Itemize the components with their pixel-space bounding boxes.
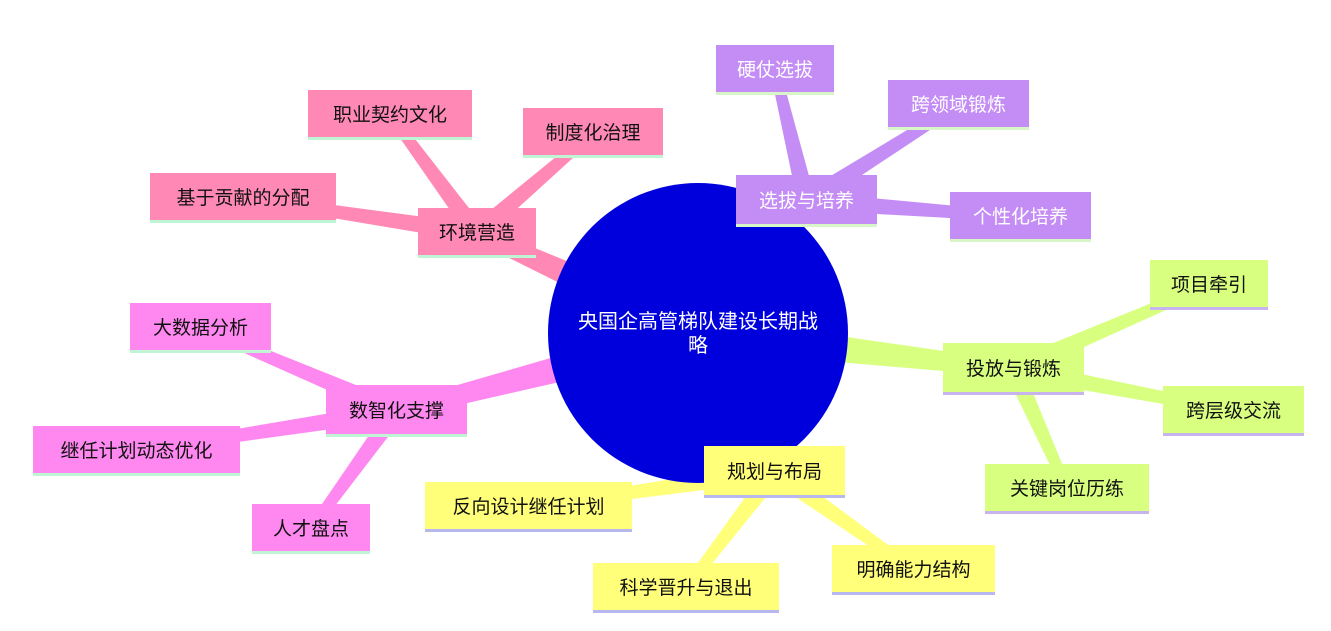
leaf-career-contract-culture[interactable]: 职业契约文化: [308, 90, 472, 140]
branch-selection-training[interactable]: 选拔与培养: [736, 175, 877, 227]
leaf-label: 项目牵引: [1170, 274, 1247, 296]
leaf-project-driven[interactable]: 项目牵引: [1150, 260, 1268, 310]
branch-digital-support-label: 数智化支撑: [348, 400, 444, 422]
leaf-label: 制度化治理: [545, 122, 641, 144]
leaf-label: 硬仗选拔: [736, 59, 813, 81]
connector-link: [306, 405, 404, 532]
leaf-label: 关键岗位历练: [1009, 478, 1124, 500]
leaf-tough-battle-selection[interactable]: 硬仗选拔: [716, 45, 834, 95]
branch-planning-layout[interactable]: 规划与布局: [704, 446, 845, 498]
leaf-label: 跨层级交流: [1185, 400, 1281, 422]
branch-environment[interactable]: 环境营造: [418, 208, 536, 258]
leaf-succession-dynamic-optimization[interactable]: 继任计划动态优化: [33, 426, 240, 476]
leaf-label: 个性化培养: [972, 206, 1068, 228]
leaf-key-position-experience[interactable]: 关键岗位历练: [985, 464, 1149, 514]
branch-environment-label: 环境营造: [438, 222, 515, 244]
leaf-institutional-governance[interactable]: 制度化治理: [523, 108, 663, 158]
central-topic[interactable]: 央国企高管梯队建设长期战略: [548, 183, 848, 483]
leaf-label: 跨领域锻炼: [910, 94, 1006, 116]
leaf-reverse-succession-plan[interactable]: 反向设计继任计划: [425, 482, 632, 532]
leaf-label: 大数据分析: [152, 317, 248, 339]
leaf-cross-domain-training[interactable]: 跨领域锻炼: [888, 80, 1029, 130]
leaf-cross-level-exchange[interactable]: 跨层级交流: [1163, 386, 1304, 436]
leaf-big-data-analysis[interactable]: 大数据分析: [130, 303, 271, 353]
connector-link: [1005, 365, 1072, 492]
branch-deployment-practice[interactable]: 投放与锻炼: [943, 343, 1084, 395]
connector-link: [385, 112, 485, 239]
leaf-label: 职业契约文化: [332, 104, 447, 126]
leaf-promotion-and-exit[interactable]: 科学晋升与退出: [593, 563, 779, 613]
central-topic-label: 央国企高管梯队建设长期战略: [578, 309, 818, 357]
leaf-label: 明确能力结构: [856, 559, 971, 581]
connector-link: [770, 68, 816, 204]
branch-selection-training-label: 选拔与培养: [758, 190, 854, 212]
branch-digital-support[interactable]: 数智化支撑: [326, 385, 467, 437]
branch-planning-layout-label: 规划与布局: [726, 461, 822, 483]
leaf-label: 继任计划动态优化: [60, 440, 213, 462]
leaf-label: 科学晋升与退出: [619, 577, 753, 599]
leaf-capability-structure[interactable]: 明确能力结构: [832, 545, 995, 595]
leaf-label: 反向设计继任计划: [452, 496, 605, 518]
leaf-label: 基于贡献的分配: [176, 187, 310, 209]
branch-deployment-practice-label: 投放与锻炼: [965, 358, 1061, 380]
leaf-contribution-based-distribution[interactable]: 基于贡献的分配: [150, 173, 336, 223]
leaf-talent-review[interactable]: 人才盘点: [252, 504, 370, 554]
leaf-label: 人才盘点: [272, 518, 349, 540]
leaf-personalized-training[interactable]: 个性化培养: [950, 192, 1091, 242]
